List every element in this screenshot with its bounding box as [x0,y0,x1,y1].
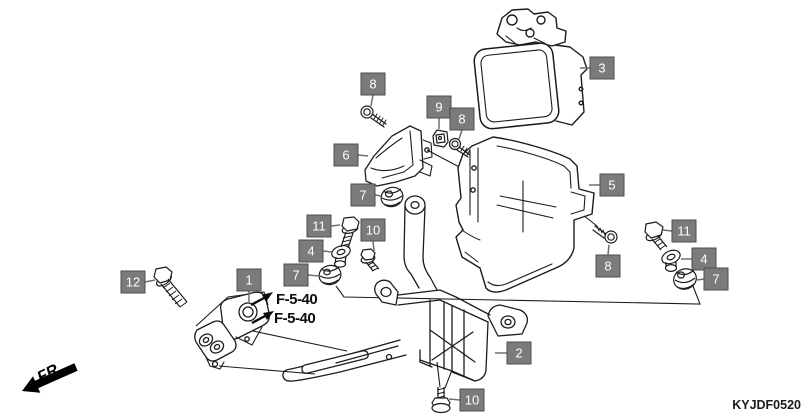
part-label-8-c: 8 [595,254,621,278]
bolt-part-11b [644,221,668,251]
modulator-cover-part [455,136,595,293]
svg-text:10: 10 [366,223,380,238]
part-label-10-a: 10 [360,218,386,242]
part-label-12: 12 [120,270,146,294]
front-direction-indicator: FR. [22,360,78,393]
svg-text:12: 12 [126,275,140,290]
svg-text:3: 3 [598,61,605,76]
washer-part-4b [661,249,681,273]
abs-modulator-part [473,8,588,130]
screw-part-8c [592,225,618,244]
cross-ref-arrow-icon [262,292,273,302]
part-label-6: 6 [333,143,359,167]
part-label-3: 3 [589,56,615,80]
cross-ref-arrow-icon [263,311,274,320]
grommet-part-7b [318,264,342,286]
sub-cover-part [364,125,433,187]
part-label-10-b: 10 [459,388,485,412]
cross-reference-labels: F-5-40 F-5-40 [250,291,318,327]
clip-nut-part [432,129,449,148]
part-label-11-b: 11 [671,219,697,243]
front-arrow-icon [22,363,78,393]
part-label-9: 9 [426,95,452,119]
svg-text:11: 11 [677,224,691,239]
svg-text:7: 7 [292,268,299,283]
washer-part-4a [331,244,351,268]
cross-ref-text-2: F-5-40 [274,310,315,327]
part-label-7-c: 7 [703,267,729,291]
label-leader-lines [144,67,705,401]
svg-text:7: 7 [712,272,719,287]
bolt-part-12 [153,266,188,308]
bolt-part-10b [431,387,451,414]
bolt-part-10a [360,248,380,272]
bolt-part-11a [340,216,360,249]
part-label-1: 1 [236,268,262,292]
part-labels: 8 9 8 3 6 5 7 11 10 4 7 12 1 8 11 4 [120,56,729,412]
part-label-2: 2 [506,341,532,365]
valve-joint-part [194,291,270,370]
front-label: FR. [35,360,66,387]
part-label-7-b: 7 [283,263,309,287]
svg-text:11: 11 [312,219,326,234]
part-label-11-a: 11 [306,214,332,238]
screw-part-8b [448,137,471,158]
grommet-part-7c [673,268,697,290]
svg-text:7: 7 [359,188,366,203]
svg-text:8: 8 [369,77,376,92]
svg-text:10: 10 [465,393,479,408]
svg-text:2: 2 [515,346,522,361]
part-label-8-b: 8 [449,107,475,131]
svg-text:1: 1 [245,273,252,288]
svg-text:9: 9 [435,100,442,115]
screw-part-8a [360,105,387,128]
svg-text:8: 8 [458,112,465,127]
part-label-4-b: 4 [691,247,717,271]
svg-text:4: 4 [307,244,314,259]
svg-text:8: 8 [604,259,611,274]
grommet-part-7a [380,186,404,208]
diagram-code: KYJDF0520 [732,398,801,412]
cross-ref-text-1: F-5-40 [276,291,317,308]
svg-text:6: 6 [342,148,349,163]
part-label-8-a: 8 [360,72,386,96]
bracket-stay-part [282,195,528,382]
part-label-4-a: 4 [298,239,324,263]
svg-text:5: 5 [608,178,615,193]
part-label-7-a: 7 [350,183,376,207]
svg-text:4: 4 [700,252,707,267]
part-label-5: 5 [599,173,625,197]
